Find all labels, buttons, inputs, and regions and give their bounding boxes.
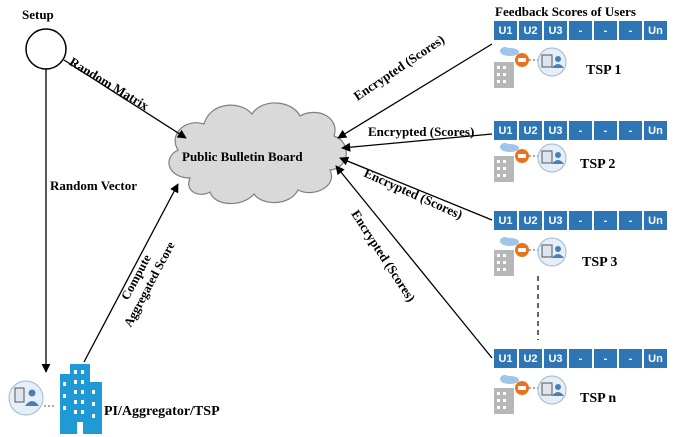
small-cloud-icon bbox=[500, 47, 519, 56]
score-bar-tsp3: U1 U2 U3 - - - Un bbox=[494, 211, 667, 230]
score-cell: Un bbox=[644, 121, 667, 140]
score-cell: - bbox=[594, 349, 617, 368]
building-icon bbox=[494, 388, 514, 414]
tsp-icon-group-3 bbox=[494, 237, 567, 276]
tsp-label-1: TSP 1 bbox=[586, 63, 622, 78]
score-cell: U3 bbox=[544, 21, 567, 40]
building-icon bbox=[494, 250, 514, 276]
phone-icon bbox=[515, 381, 529, 395]
score-bar-tspn: U1 U2 U3 - - - Un bbox=[494, 349, 667, 368]
user-card-icon bbox=[537, 375, 567, 405]
score-cell: Un bbox=[644, 21, 667, 40]
phone-icon bbox=[515, 149, 529, 163]
score-cell: - bbox=[594, 121, 617, 140]
score-cell: - bbox=[569, 349, 592, 368]
encrypted-arrow-tspn bbox=[335, 165, 493, 359]
score-cell: U2 bbox=[519, 21, 542, 40]
score-cell: - bbox=[619, 121, 642, 140]
user-card-icon bbox=[537, 143, 567, 173]
tsp-label-n: TSP n bbox=[580, 391, 617, 406]
score-cell: - bbox=[619, 211, 642, 230]
setup-node bbox=[25, 28, 67, 70]
office-building-icon bbox=[60, 364, 102, 434]
random-matrix-arrow bbox=[63, 59, 187, 139]
score-cell: U1 bbox=[494, 211, 517, 230]
score-cell: - bbox=[619, 349, 642, 368]
building-icon bbox=[494, 156, 514, 182]
score-cell: U3 bbox=[544, 121, 567, 140]
tsp-label-2: TSP 2 bbox=[580, 157, 616, 172]
encrypted-arrow-tsp2 bbox=[341, 133, 493, 152]
score-cell: - bbox=[594, 211, 617, 230]
tsp-icon-group-n bbox=[494, 375, 567, 414]
random-vector-label: Random Vector bbox=[50, 178, 138, 193]
compute-score-arrow bbox=[83, 183, 179, 363]
score-cell: U2 bbox=[519, 349, 542, 368]
phone-icon bbox=[515, 243, 529, 257]
encrypted-arrow-tsp3 bbox=[339, 156, 493, 221]
bulletin-board-label: Public Bulletin Board bbox=[182, 149, 303, 164]
user-card-icon bbox=[8, 380, 44, 416]
small-cloud-icon bbox=[500, 375, 519, 384]
score-cell: - bbox=[569, 211, 592, 230]
score-cell: - bbox=[619, 21, 642, 40]
encrypted-arrow-tsp1 bbox=[337, 43, 493, 139]
score-cell: Un bbox=[644, 349, 667, 368]
tsp-label-3: TSP 3 bbox=[582, 255, 618, 270]
small-cloud-icon bbox=[500, 143, 519, 152]
score-cell: Un bbox=[644, 211, 667, 230]
score-bar-tsp2: U1 U2 U3 - - - Un bbox=[494, 121, 667, 140]
score-cell: U1 bbox=[494, 349, 517, 368]
score-cell: U2 bbox=[519, 211, 542, 230]
score-cell: - bbox=[569, 121, 592, 140]
score-cell: - bbox=[569, 21, 592, 40]
score-cell: - bbox=[594, 21, 617, 40]
user-card-icon bbox=[537, 237, 567, 267]
aggregator-icon-group bbox=[8, 364, 102, 434]
phone-icon bbox=[515, 53, 529, 67]
score-cell: U3 bbox=[544, 211, 567, 230]
edge-label-tsp2: Encrypted (Scores) bbox=[368, 124, 475, 139]
score-bar-tsp1: U1 U2 U3 - - - Un bbox=[494, 21, 667, 40]
small-cloud-icon bbox=[500, 237, 519, 246]
tsp-icon-group-2 bbox=[494, 143, 567, 182]
feedback-title: Feedback Scores of Users bbox=[495, 4, 636, 19]
score-cell: U1 bbox=[494, 21, 517, 40]
building-icon bbox=[494, 62, 514, 88]
score-cell: U2 bbox=[519, 121, 542, 140]
aggregator-label: PI/Aggregator/TSP bbox=[104, 404, 220, 419]
user-card-icon bbox=[537, 47, 567, 77]
bulletin-board-cloud bbox=[168, 102, 347, 205]
score-cell: U1 bbox=[494, 121, 517, 140]
setup-label: Setup bbox=[22, 7, 54, 22]
score-cell: U3 bbox=[544, 349, 567, 368]
tsp-icon-group-1 bbox=[494, 47, 567, 88]
